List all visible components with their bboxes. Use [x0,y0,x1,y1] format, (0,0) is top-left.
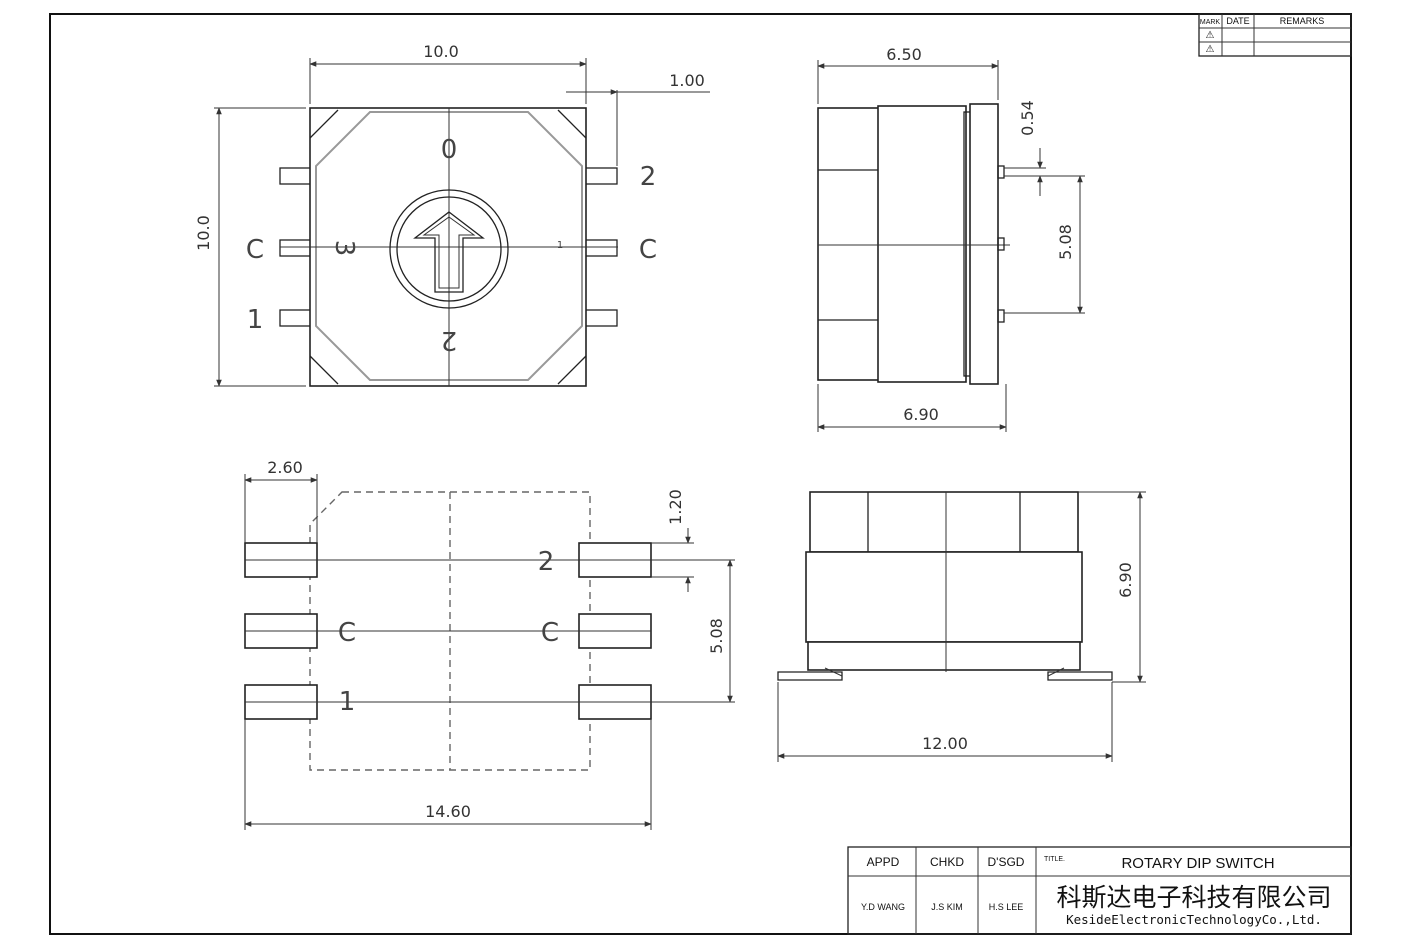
side-pin-3 [997,309,1005,323]
sheet-border [49,13,1352,935]
dial-label-2: 2 [441,325,458,355]
dim-side-width: 6.50 [886,45,922,64]
rotary-dial [389,189,509,309]
side-pin-2 [997,237,1005,251]
dim-top-height: 10.0 [194,215,213,251]
dim-front-width: 12.00 [922,734,968,753]
dim-foot-pitch: 5.08 [707,618,726,654]
rev-mark-header: MARK [1200,19,1221,26]
drawing-title: ROTARY DIP SWITCH [1121,855,1274,872]
front-knob [809,491,1079,553]
appd-name: Y.D WANG [861,902,905,912]
front-body [805,551,1083,643]
footprint-label-c-right: C [541,618,559,648]
top-view: 0 2 3 1 C 1 2 C 10.0 10.0 1.00 [194,42,710,387]
top-octagon [315,111,583,381]
dim-front-height: 6.90 [1116,562,1135,598]
footprint-label-c-left: C [338,618,356,648]
footprint-label-2: 2 [538,547,555,577]
rev-date-header: DATE [1226,16,1249,26]
dim-foot-pad: 2.60 [267,458,303,477]
dim-side-depth: 6.90 [903,405,939,424]
dim-side-pitch: 5.08 [1056,224,1075,260]
top-pin-right-3 [584,309,618,327]
pin-label-1-left: 1 [247,305,264,335]
pin-label-2-right: 2 [640,162,657,192]
front-view: 6.90 12.00 [777,491,1146,762]
dial-label-1-mark: 1 [557,240,563,251]
dim-pin-offset: 1.00 [669,71,705,90]
dsgd-name: H.S LEE [989,902,1024,912]
dsgd-label: D'SGD [988,855,1025,869]
front-leg-left [777,671,843,681]
top-pin-left-3 [279,309,313,327]
rev-symbol-2: ⚠ [1206,44,1215,55]
pin-label-c-left: C [246,235,264,265]
dial-label-3: 3 [329,240,359,257]
side-base [969,103,999,385]
dial-label-0: 0 [441,135,458,165]
top-pin-left-2 [279,239,313,257]
pin-label-c-right: C [639,235,657,265]
title-block: APPD CHKD D'SGD Y.D WANG J.S KIM H.S LEE… [847,846,1352,935]
footprint-view: 2 C C 1 2.60 1.20 5.08 14.60 [244,458,735,830]
title-label: TITLE. [1044,856,1065,863]
company-name-en: KesideElectronicTechnologyCo.,Ltd. [1066,912,1322,927]
chkd-label: CHKD [930,855,964,869]
rev-remarks-header: REMARKS [1280,16,1325,26]
dim-top-width: 10.0 [423,42,459,61]
footprint-label-1: 1 [339,687,356,717]
company-name-cn: 科斯达电子科技有限公司 [1056,883,1331,912]
side-knob [817,107,881,381]
revision-table: MARK DATE REMARKS ⚠ ⚠ [1198,13,1352,57]
side-view: 6.50 0.54 5.08 6.90 [817,45,1085,432]
dim-foot-span: 14.60 [425,802,471,821]
top-pin-left-1 [279,167,313,185]
dim-side-pin: 0.54 [1018,100,1037,136]
appd-label: APPD [867,855,900,869]
side-body [877,105,967,383]
rev-symbol-1: ⚠ [1206,30,1215,41]
side-pin-1 [997,165,1005,179]
top-pin-right-2 [584,239,618,257]
front-base [807,641,1081,671]
dial-arrow-icon [413,211,485,293]
front-leg-right [1047,671,1113,681]
chkd-name: J.S KIM [931,902,963,912]
dim-foot-pad-width: 1.20 [666,489,685,525]
top-pin-right-1 [584,167,618,185]
